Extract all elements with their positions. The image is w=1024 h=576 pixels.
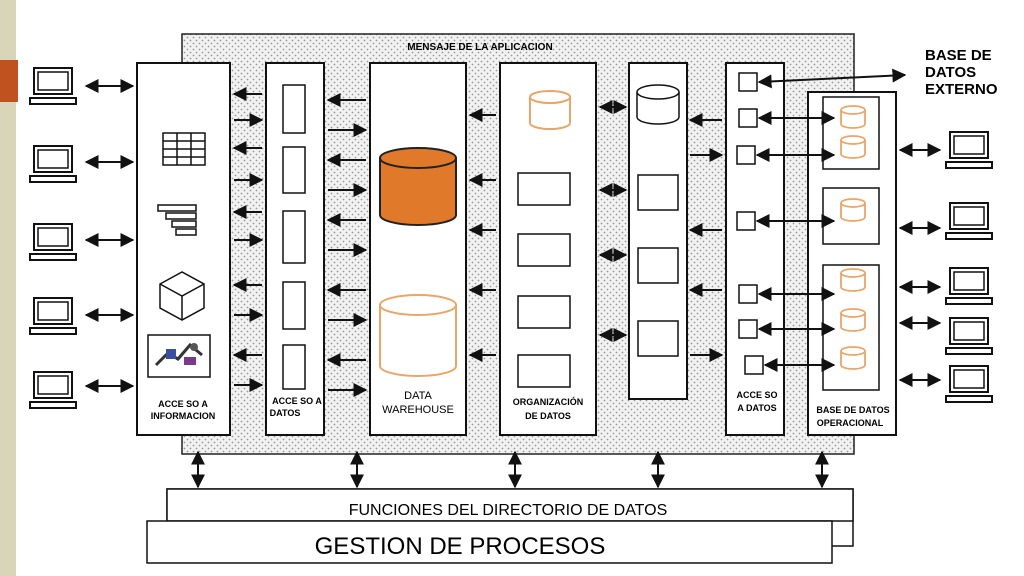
warehouse-cylinder-filled <box>379 147 457 226</box>
external-db-label-1: BASE DE <box>925 47 992 64</box>
operacional-cylinders <box>840 105 866 370</box>
top-banner-label: MENSAJE DE LA APLICACION <box>407 42 552 53</box>
acceso-informacion-column <box>136 62 231 436</box>
slide-accent-tab <box>0 60 18 102</box>
organizacion-small-cylinder <box>529 90 571 130</box>
acceso-datos-right-ports <box>736 72 764 375</box>
laptop-icon <box>945 131 993 169</box>
operational-db-cylinder <box>840 346 866 370</box>
organizacion-label-1: ORGANIZACIÓN <box>513 396 584 407</box>
acceso-informacion-label-2: INFORMACION <box>151 411 216 421</box>
transformacion-cylinder <box>636 84 680 125</box>
organizacion-label-2: DE DATOS <box>525 411 571 421</box>
cube-icon <box>159 271 205 321</box>
external-db-label-3: EXTERNO <box>925 81 998 98</box>
table-grid-icon <box>162 132 206 166</box>
data-flow-arrows <box>84 68 942 489</box>
operacional-label-1: BASE DE DATOS <box>816 405 889 415</box>
operational-db-cylinder <box>840 105 866 129</box>
acceso-datos-right-label-2: A DATOS <box>737 403 776 413</box>
laptop-icon <box>945 365 993 403</box>
slide-left-bar <box>0 0 16 576</box>
data-warehouse-label-1: DATA <box>404 390 432 402</box>
data-warehouse-column <box>369 62 467 436</box>
laptop-icon <box>29 371 77 409</box>
operacional-label-2: OPERACIONAL <box>817 418 884 428</box>
operational-db-cylinder <box>840 198 866 222</box>
gestion-procesos-label: GESTION DE PROCESOS <box>315 533 606 560</box>
visualization-image-icon <box>147 334 211 378</box>
gestion-procesos-bar <box>146 520 833 564</box>
laptop-icon <box>945 202 993 240</box>
transformacion-boxes <box>637 174 679 357</box>
report-stair-icon <box>157 204 197 236</box>
laptop-icon <box>945 267 993 305</box>
organizacion-boxes <box>517 172 571 388</box>
laptop-icon <box>29 67 77 105</box>
warehouse-cylinder-outline <box>379 294 457 377</box>
laptop-icon <box>29 145 77 183</box>
operational-db-cylinder <box>840 135 866 159</box>
laptop-icon <box>945 317 993 355</box>
funciones-directorio-bar <box>166 488 854 522</box>
client-laptops-right <box>945 131 993 403</box>
acceso-datos-left-slots <box>282 84 306 390</box>
external-db-label-2: DATOS <box>925 64 976 81</box>
client-laptops-left <box>29 67 77 409</box>
operational-db-cylinder <box>840 308 866 332</box>
funciones-directorio-label: FUNCIONES DEL DIRECTORIO DE DATOS <box>349 502 668 519</box>
data-warehouse-label-2: WAREHOUSE <box>382 404 454 416</box>
acceso-datos-right-label-1: ACCE SO <box>736 390 777 400</box>
laptop-icon <box>29 297 77 335</box>
acceso-informacion-label-1: ACCE SO A <box>158 399 208 409</box>
acceso-datos-left-label-1: ACCE SO A <box>272 396 322 406</box>
acceso-datos-left-label-2: DATOS <box>270 408 301 418</box>
laptop-icon <box>29 223 77 261</box>
bidirectional-arrow <box>757 68 907 89</box>
operational-db-cylinder <box>840 268 866 292</box>
